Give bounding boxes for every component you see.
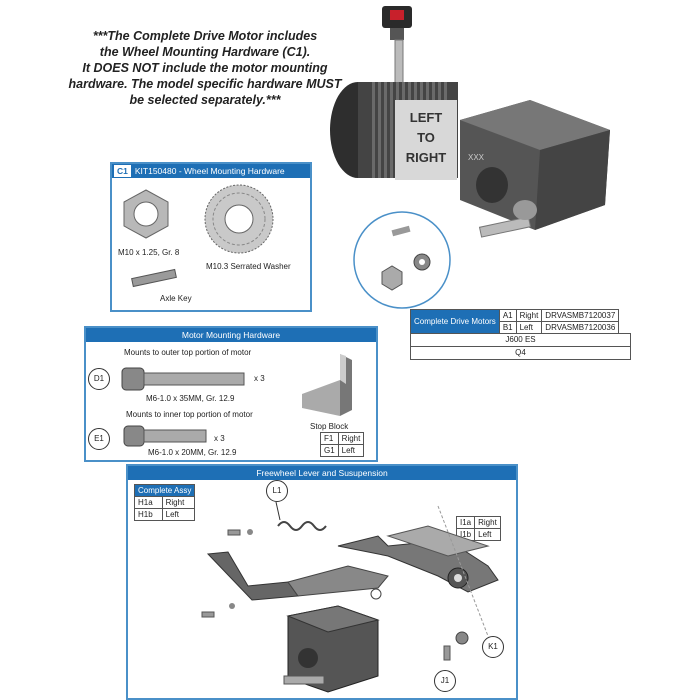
- table-cell-id: H1b: [134, 508, 163, 521]
- axle-hub: [513, 200, 537, 220]
- note-line: the Wheel Mounting Hardware (C1).: [99, 45, 311, 59]
- model-row-2: Q4: [410, 346, 631, 360]
- stop-block-table: F1 Right G1 Left: [320, 432, 365, 457]
- motor-hardware-title: Motor Mounting Hardware: [86, 328, 376, 342]
- washer-caption: M10.3 Serrated Washer: [206, 262, 291, 271]
- complete-assy-table: Complete Assy H1a Right H1b Left: [133, 484, 196, 521]
- bolt-20mm-caption: M6-1.0 x 20MM, Gr. 12.9: [148, 448, 237, 457]
- freewheel-exploded-view: [201, 501, 499, 693]
- note-line: It DOES NOT include the motor mounting: [82, 61, 328, 75]
- drive-motor-illustration: LEFT TO RIGHT XXX: [330, 6, 610, 238]
- suspension-plate: [386, 525, 490, 557]
- note-line: be selected separately.***: [129, 93, 281, 107]
- gearbox-side: [535, 130, 610, 230]
- gearbox-part-shaft: [283, 675, 325, 685]
- detail-circle: [353, 211, 451, 309]
- motor-label-line3: RIGHT: [406, 150, 447, 165]
- gearbox-port: [476, 167, 508, 203]
- screw-icon: [227, 529, 241, 536]
- callout-l1: L1: [266, 480, 288, 502]
- axle-key-caption: Axle Key: [160, 294, 192, 303]
- table-cell-side: Right: [161, 496, 196, 509]
- note-line: ***The Complete Drive Motor includes: [92, 29, 318, 43]
- axle-key-part-icon: [131, 268, 177, 288]
- freewheel-title: Freewheel Lever and Susupension: [128, 466, 516, 480]
- washer-small-icon: [247, 529, 253, 535]
- motor-hardware-panel: Motor Mounting Hardware Mounts to outer …: [84, 326, 378, 462]
- table-cell-side: Left: [515, 321, 543, 334]
- table-cell-id: G1: [320, 444, 339, 457]
- nut-icon: [381, 265, 403, 291]
- callout-leader: [275, 501, 281, 521]
- freewheel-lever: [206, 551, 299, 601]
- table-cell-side: Left: [337, 444, 365, 457]
- lever-arm: [287, 565, 389, 597]
- washer-k1-icon: [455, 631, 469, 645]
- callout-j1: J1: [434, 670, 456, 692]
- wheel-hardware-title: KIT150480 - Wheel Mounting Hardware: [134, 166, 285, 176]
- pivot-hole: [454, 574, 462, 582]
- motor-label-line1: LEFT: [410, 110, 443, 125]
- axle-shaft: [478, 216, 532, 238]
- table-cell-id: I1a: [455, 516, 476, 529]
- callout-k1: K1: [482, 636, 504, 658]
- bolt-35mm-qty: x 3: [254, 374, 265, 383]
- table-cell-id: H1a: [134, 496, 163, 509]
- serrated-washer-icon: [204, 184, 274, 254]
- bolt-35mm-caption: M6-1.0 x 35MM, Gr. 12.9: [146, 394, 235, 403]
- table-cell-id: A1: [498, 309, 517, 322]
- gearbox-part-port: [298, 648, 318, 668]
- note-line: hardware. The model specific hardware MU…: [68, 77, 342, 91]
- wheel-hardware-detail: [353, 211, 451, 309]
- callout-d1: D1: [88, 368, 110, 390]
- hex-nut-icon: [123, 189, 169, 239]
- disclaimer-note: ***The Complete Drive Motor includes the…: [60, 28, 350, 108]
- table-cell-side: Right: [474, 516, 501, 529]
- table-cell-side: Left: [161, 508, 196, 521]
- bolt-j1-icon: [443, 645, 451, 661]
- screw-icon-lower: [201, 611, 215, 618]
- lever-coil-icon: [370, 588, 382, 600]
- switch-collar: [390, 28, 404, 40]
- drive-motor-table: Complete Drive Motors A1 Right DRVASMB71…: [410, 309, 620, 334]
- table-cell-id: B1: [498, 321, 517, 334]
- stop-block-icon: [302, 354, 352, 416]
- motor-label-line2: TO: [417, 130, 435, 145]
- inner-mount-caption: Mounts to inner top portion of motor: [126, 410, 253, 419]
- nut-caption: M10 x 1.25, Gr. 8: [118, 248, 180, 257]
- callout-e1: E1: [88, 428, 110, 450]
- washer-lower-icon: [229, 603, 235, 609]
- table-cell-part: DRVASMB7120037: [541, 309, 620, 322]
- table-cell-id: F1: [320, 432, 339, 445]
- assy-title: Complete Assy: [133, 484, 196, 497]
- axle-key-icon: [391, 225, 411, 237]
- washer-hole: [419, 259, 425, 265]
- switch-indicator: [390, 10, 404, 20]
- wheel-hardware-tag: C1: [114, 165, 131, 177]
- motor-label-plate: [395, 100, 457, 180]
- table-cell-part: DRVASMB7120036: [541, 321, 620, 334]
- bolt-20mm-qty: x 3: [214, 434, 225, 443]
- stop-block-caption: Stop Block: [310, 422, 349, 431]
- gearbox-part-top: [286, 605, 380, 633]
- gearbox-top: [460, 100, 610, 150]
- outer-mount-caption: Mounts to outer top portion of motor: [124, 348, 252, 357]
- table-cell-side: Right: [515, 309, 543, 322]
- motor-mark: XXX: [468, 153, 485, 162]
- drive-table-name: Complete Drive Motors: [410, 309, 500, 334]
- spring-icon: [277, 521, 327, 531]
- freewheel-panel: Freewheel Lever and Susupension Complete…: [126, 464, 518, 700]
- model-row: J600 ES: [410, 333, 631, 347]
- bolt-35mm-icon: [121, 367, 245, 391]
- table-cell-side: Left: [474, 528, 501, 541]
- assembly-guide-line: [437, 505, 489, 637]
- table-cell-side: Right: [337, 432, 365, 445]
- bolt-20mm-icon: [123, 425, 207, 447]
